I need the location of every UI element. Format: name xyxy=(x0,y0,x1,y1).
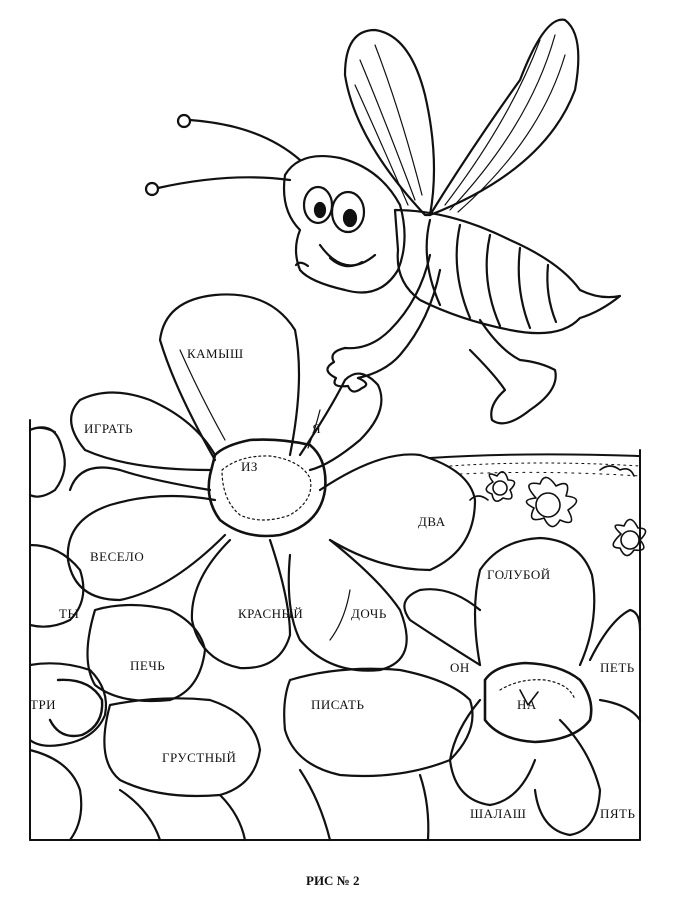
word-shalash: ШАЛАШ xyxy=(470,806,527,821)
word-grustny: ГРУСТНЫЙ xyxy=(162,750,237,765)
word-igrat: ИГРАТЬ xyxy=(84,421,134,436)
right-daisy xyxy=(403,536,642,837)
word-pisat: ПИСАТЬ xyxy=(311,697,365,712)
word-pet: ПЕТЬ xyxy=(600,660,635,675)
central-daisy xyxy=(66,293,477,672)
word-doch: ДОЧЬ xyxy=(351,606,387,621)
word-pyat: ПЯТЬ xyxy=(600,806,636,821)
lower-left-flower xyxy=(86,603,262,842)
word-goluboy: ГОЛУБОЙ xyxy=(487,567,551,582)
word-pech: ПЕЧЬ xyxy=(130,658,166,673)
word-ya: Я xyxy=(312,421,322,436)
lower-middle-petal xyxy=(283,667,474,842)
word-krasny: КРАСНЫЙ xyxy=(238,606,304,621)
word-iz: ИЗ xyxy=(241,459,258,474)
word-tri: ТРИ xyxy=(30,697,57,712)
background-flower-field xyxy=(29,419,647,841)
word-veselo: ВЕСЕЛО xyxy=(90,549,145,564)
figure-caption: РИС № 2 xyxy=(306,873,360,888)
word-ty: ТЫ xyxy=(59,606,80,621)
word-dva: ДВА xyxy=(418,514,446,529)
left-daisies xyxy=(28,426,108,842)
word-on: ОН xyxy=(450,660,470,675)
word-kamysh: КАМЫШ xyxy=(187,346,244,361)
word-na: НА xyxy=(517,697,537,712)
bee xyxy=(144,18,622,425)
